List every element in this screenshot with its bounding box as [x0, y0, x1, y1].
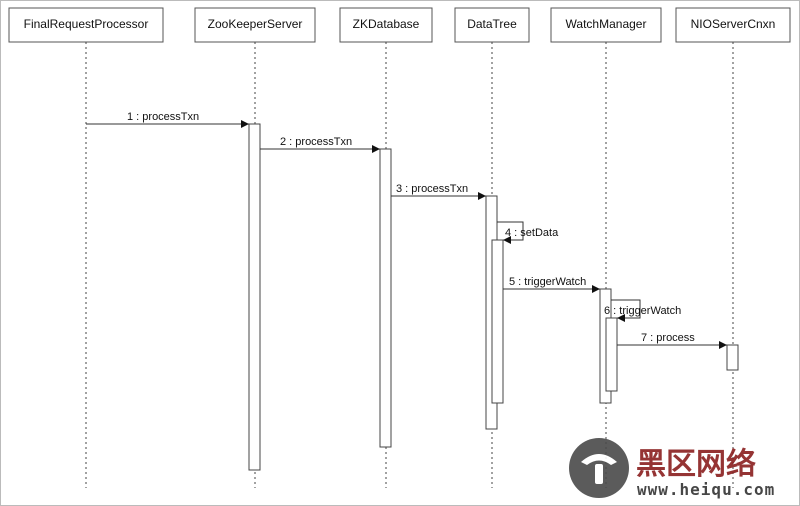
message-arrow-4 — [497, 221, 524, 244]
message-label-7: 7 : process — [641, 332, 695, 344]
lifeline-head-watch-manager: WatchManager — [550, 7, 662, 43]
lifeline-label-data-tree: DataTree — [467, 17, 517, 31]
activation-zk-database — [379, 148, 392, 448]
activation-nio-server-cnxn — [726, 344, 739, 371]
lifeline-label-nio-server-cnxn: NIOServerCnxn — [691, 17, 776, 31]
lifeline-head-zookeeper-server: ZooKeeperServer — [194, 7, 316, 43]
message-label-5: 5 : triggerWatch — [509, 276, 586, 288]
message-arrow-6 — [611, 299, 641, 322]
lifeline-label-zookeeper-server: ZooKeeperServer — [208, 17, 303, 31]
lifeline-head-data-tree: DataTree — [454, 7, 530, 43]
watermark-text: 黑区网络 — [636, 447, 756, 482]
lifeline-head-final-request-processor: FinalRequestProcessor — [8, 7, 164, 43]
message-label-4: 4 : setData — [505, 227, 559, 239]
watermark: 黑区网络 www.heiqu.com — [569, 438, 775, 499]
watermark-logo-icon — [569, 438, 629, 498]
message-label-3: 3 : processTxn — [396, 183, 468, 195]
lifeline-label-watch-manager: WatchManager — [566, 17, 647, 31]
lifeline-label-final-request-processor: FinalRequestProcessor — [24, 17, 149, 31]
message-label-1: 1 : processTxn — [127, 111, 199, 123]
activation-data-tree-nested — [491, 239, 504, 404]
lifeline-head-zk-database: ZKDatabase — [339, 7, 433, 43]
activation-watch-manager-nested — [605, 317, 618, 392]
message-label-2: 2 : processTxn — [280, 136, 352, 148]
activation-zookeeper-server — [248, 123, 261, 471]
lifeline-head-nio-server-cnxn: NIOServerCnxn — [675, 7, 791, 43]
watermark-url: www.heiqu.com — [637, 480, 775, 499]
message-label-6: 6 : triggerWatch — [604, 305, 681, 317]
lifeline-label-zk-database: ZKDatabase — [353, 17, 420, 31]
